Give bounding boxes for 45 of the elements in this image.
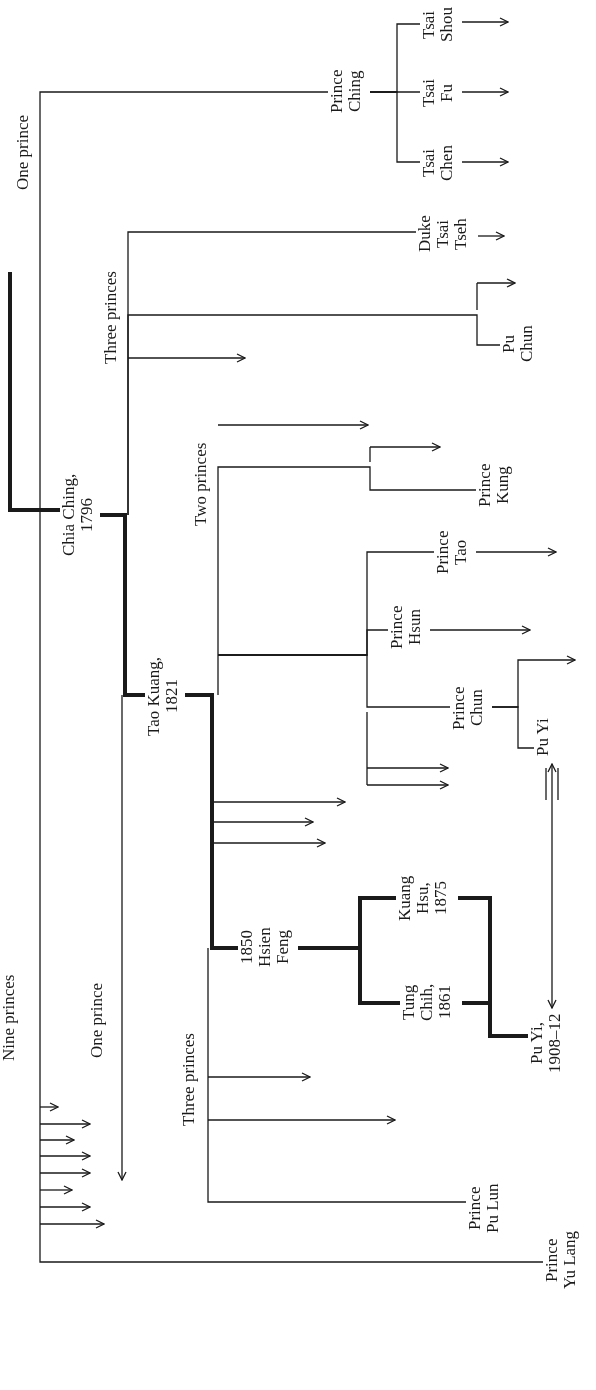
arrow	[491, 655, 576, 708]
connector-line	[462, 1001, 528, 1038]
group-label: One prince	[88, 981, 107, 1061]
person-name: Prince Kung	[476, 452, 518, 518]
group-label: Three princes	[180, 1032, 199, 1129]
arrow	[461, 157, 509, 167]
person-name: Pu Yi, 1908–12	[528, 1008, 574, 1078]
person-name: Prince Chun	[450, 676, 492, 740]
connector-line	[185, 693, 238, 950]
person-name: 1850 Hsien Feng	[238, 915, 298, 980]
connector-line	[100, 513, 145, 697]
person-name: Chia Ching, 1796	[60, 470, 100, 560]
group-label: Two princes	[192, 441, 211, 528]
person-name: Prince Yu Lang	[543, 1228, 585, 1292]
arrow	[547, 763, 557, 1009]
arrow	[477, 231, 505, 241]
person-name: Tsai Shou	[420, 2, 462, 48]
person-name: Kuang Hsu, 1875	[396, 868, 458, 928]
person-name: Prince Tao	[434, 520, 476, 584]
connector-line	[217, 466, 477, 696]
person-name: Prince Ching	[328, 60, 370, 122]
connector-line	[207, 947, 467, 1203]
person-name: Tung Chih, 1861	[400, 975, 462, 1030]
connector-line	[39, 699, 544, 1263]
group-label: Nine princes	[0, 973, 19, 1064]
arrow	[461, 17, 509, 27]
connector-line	[298, 946, 400, 1005]
person-name: Tao Kuang, 1821	[145, 648, 185, 744]
connector-line	[39, 91, 329, 701]
connector-line	[8, 272, 60, 512]
group-label: Three princes	[102, 270, 121, 366]
connector-line	[217, 654, 451, 708]
group-label: One prince	[14, 113, 33, 192]
connector-line	[369, 91, 421, 163]
person-name: Prince Pu Lun	[466, 1176, 528, 1240]
arrow	[429, 625, 531, 635]
person-name: Pu Chun	[500, 316, 542, 372]
person-name: Tsai Chen	[420, 138, 462, 188]
person-name: Tsai Fu	[420, 70, 462, 116]
person-name: Pu Yi	[534, 710, 558, 764]
person-name: Prince Hsun	[388, 596, 430, 658]
arrow	[461, 87, 509, 97]
person-name: Duke Tsai Tseh	[416, 208, 478, 260]
arrow	[475, 547, 557, 557]
connector-line	[127, 314, 501, 516]
